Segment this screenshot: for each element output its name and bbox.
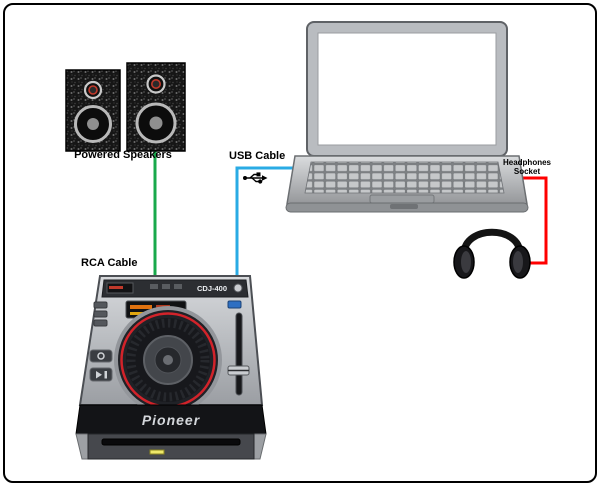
cdj-left-button-1 [93,301,108,309]
cdj-tempo-fader-track [235,312,243,396]
cdj-cue-button-glyph [97,352,105,360]
headphone-earcup-left-pad [461,251,471,273]
cdj-top-button-3 [174,284,182,289]
pioneer-logo: Pioneer [142,412,201,428]
cdj-jog-texture-ring [126,318,210,402]
cdj-left-button-3 [93,319,108,327]
cdj-play-button-glyph [96,371,102,379]
cdj-pause-button-glyph [104,371,107,379]
speaker-right-woofer-cap [149,116,163,130]
cdj-jog-center-cap [163,355,173,365]
powered-speakers [65,62,186,152]
cdj-display-segment-1 [130,305,152,309]
cdj-top-button-1 [150,284,158,289]
laptop-latch-notch [390,204,418,209]
speaker-left-woofer-cap [87,118,99,130]
headphone-band [460,228,524,255]
speaker-left-tweeter-ring [88,85,98,95]
tray-indicator-light [149,449,165,455]
headphone-cable-line [504,176,548,265]
cdj-top-knob [233,283,243,293]
cdj-top-button-2 [162,284,170,289]
cdj-disc-tray [87,433,255,460]
cdj-model-text: CDJ-400 [197,284,227,293]
cdj-tray-side-left [75,433,89,460]
cdj-mini-display-segment [109,286,123,289]
rca-cable-label: RCA Cable [81,257,138,269]
usb-icon [243,172,268,184]
headphones [453,228,531,279]
usb-cable-line [235,166,312,285]
usb-cable-label: USB Cable [229,150,286,162]
cables [153,148,548,285]
cdj-cue-button [89,349,113,363]
laptop [285,21,529,213]
powered-speakers-label: Powered Speakers [74,149,172,161]
laptop-touchpad [369,194,435,204]
cdj-400: CDJ-400 [75,275,267,460]
cdj-left-button-2 [93,310,108,318]
cdj-blue-button [227,300,242,309]
cdj-tray-side-right [253,433,267,460]
speaker-right-tweeter-ring [151,79,162,90]
laptop-screen [317,32,497,146]
cd-slot [101,438,241,446]
headphones-socket-label: Headphones Socket [502,158,551,177]
laptop-keyboard [304,161,505,194]
headphone-earcup-right-pad [513,251,523,273]
